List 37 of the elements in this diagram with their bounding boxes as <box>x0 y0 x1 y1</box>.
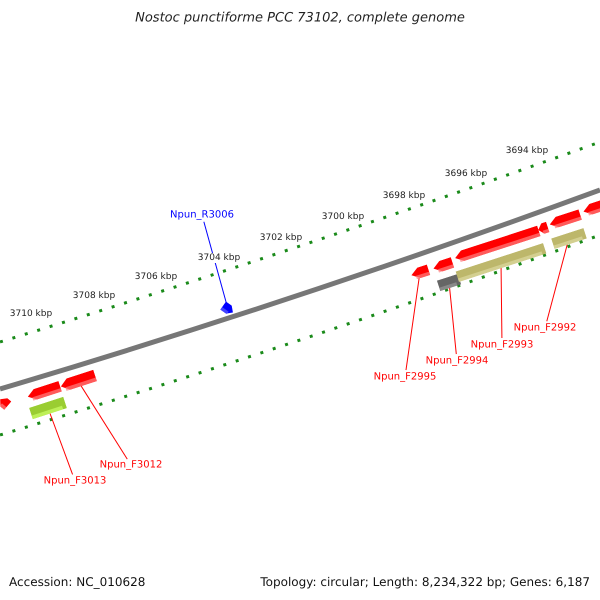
gene-feature <box>582 200 600 216</box>
leader-line <box>546 243 568 322</box>
tick-label: 3696 kbp <box>444 169 488 179</box>
tick-label: 3704 kbp <box>198 253 240 263</box>
leader-line <box>406 277 420 371</box>
gene-label: Npun_F2992 <box>514 322 576 334</box>
leader-line <box>500 268 502 338</box>
tick-label: 3706 kbp <box>134 272 178 282</box>
gene-label: Npun_F2993 <box>470 340 534 350</box>
gene-label: Npun_F3012 <box>100 460 162 470</box>
leader-line <box>50 413 74 475</box>
gene-bar <box>29 396 67 420</box>
gene-feature <box>59 370 97 392</box>
gene-feature <box>220 301 236 317</box>
tick-label: 3700 kbp <box>322 212 364 222</box>
leader-line <box>203 221 227 304</box>
accession-text: Accession: NC_010628 <box>9 575 146 589</box>
gene-feature <box>26 380 62 402</box>
gene-feature <box>432 256 454 274</box>
tick-label: 3694 kbp <box>506 146 548 156</box>
tick-label: 3698 kbp <box>382 191 426 201</box>
leader-line <box>449 287 457 355</box>
title: Nostoc punctiforme PCC 73102, complete genome <box>135 10 465 26</box>
gene-feature <box>548 208 582 230</box>
tick-label: 3708 kbp <box>72 291 116 301</box>
gene-feature <box>536 221 550 235</box>
tick-label: 3702 kbp <box>260 233 302 243</box>
gene-label: Npun_F2995 <box>374 372 436 382</box>
gene-feature <box>410 264 430 280</box>
gene-label: Npun_F2994 <box>426 356 488 366</box>
leader-line <box>80 386 128 460</box>
gene-label: Npun_R3006 <box>170 210 234 220</box>
gene-label: Npun_F3013 <box>44 476 106 486</box>
gene-feature <box>453 225 541 263</box>
genome-stats-text: Topology: circular; Length: 8,234,322 bp; Genes: 6,187 <box>260 575 590 589</box>
gene-bar <box>551 228 587 248</box>
tick-label: 3710 kbp <box>10 309 52 319</box>
